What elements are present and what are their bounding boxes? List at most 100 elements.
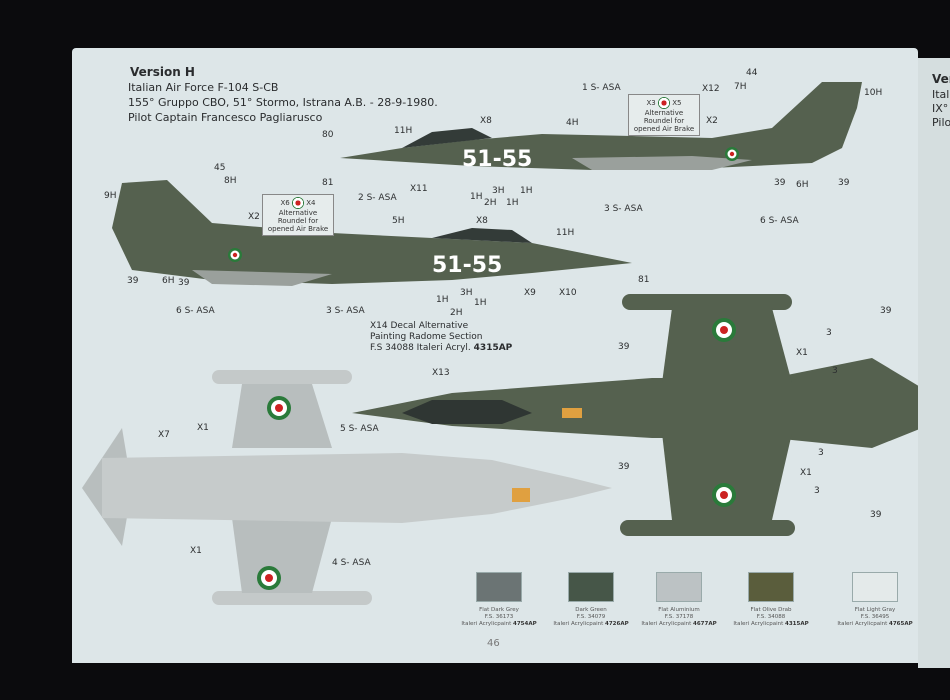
- callout: 6 S- ASA: [760, 216, 799, 226]
- next-page-text: Itali: [932, 88, 950, 101]
- swatch-fs: F.S. 34088: [756, 614, 786, 620]
- swatch-paint: Italeri Acrylicpaint: [553, 621, 604, 627]
- swatch-fs: F.S. 36495: [860, 614, 890, 620]
- callout: 3H: [492, 186, 505, 196]
- swatch-name: Dark Green: [575, 607, 607, 613]
- callout: X2: [248, 212, 260, 222]
- callout: 6 S- ASA: [176, 306, 215, 316]
- callout: 5 S- ASA: [340, 424, 379, 434]
- aircraft-code-side: 51-55: [432, 253, 502, 278]
- callout: 3H: [460, 288, 473, 298]
- callout: 81: [322, 178, 334, 188]
- callout: 3 S- ASA: [326, 306, 365, 316]
- callout: 5H: [392, 216, 405, 226]
- color-swatch: [852, 572, 898, 602]
- callout: 39: [618, 342, 630, 352]
- callout: X8: [480, 116, 492, 126]
- note-text: Alternative Roundel for opened Air Brake: [267, 209, 329, 233]
- callout: 8H: [224, 176, 237, 186]
- swatch-code: 4677AP: [693, 621, 717, 627]
- callout: X11: [410, 184, 428, 194]
- swatch-paint: Italeri Acrylicpaint: [837, 621, 888, 627]
- callout: X1: [197, 423, 209, 433]
- header-line1: Italian Air Force F-104 S-CB: [128, 81, 279, 94]
- callout: 45: [214, 163, 226, 173]
- callout: 3: [826, 328, 832, 338]
- callout: 39: [774, 178, 786, 188]
- color-swatch: [568, 572, 614, 602]
- callout: 7H: [734, 82, 747, 92]
- callout: 44: [746, 68, 758, 78]
- callout: X7: [158, 430, 170, 440]
- version-title: Version H: [130, 65, 195, 79]
- paint-code: 4315AP: [473, 343, 513, 353]
- swatch-code: 4315AP: [785, 621, 809, 627]
- callout: 39: [127, 276, 139, 286]
- swatch-paint: Italeri Acrylicpaint: [461, 621, 512, 627]
- callout: 11H: [394, 126, 413, 136]
- callout: 1H: [470, 192, 483, 202]
- callout: 2 S- ASA: [358, 193, 397, 203]
- side-profile-left: 51-55: [112, 180, 632, 286]
- callout: X9: [524, 288, 536, 298]
- swatch-fs: F.S. 34079: [576, 614, 606, 620]
- swatch-paint: Italeri Acrylicpaint: [733, 621, 784, 627]
- callout: X1: [796, 348, 808, 358]
- callout: 80: [322, 130, 334, 140]
- swatch-name: Flat Light Gray: [854, 607, 896, 613]
- header-line2: 155° Gruppo CBO, 51° Stormo, Istrana A.B…: [128, 96, 438, 109]
- next-page-edge: Ver Itali IX° Pilo: [918, 58, 950, 668]
- callout: 11H: [556, 228, 575, 238]
- next-page-text: Pilo: [932, 116, 950, 129]
- callout: 1H: [506, 198, 519, 208]
- page-number: 46: [487, 638, 500, 649]
- swatch-name: Flat Dark Grey: [479, 607, 519, 613]
- callout: 2H: [450, 308, 463, 318]
- callout: X13: [432, 368, 450, 378]
- callout: 3: [832, 366, 838, 376]
- callout: 1H: [436, 295, 449, 305]
- callout: 4 S- ASA: [332, 558, 371, 568]
- swatch-fs: F.S. 37178: [664, 614, 694, 620]
- callout: X5: [672, 99, 682, 107]
- callout: 3 S- ASA: [604, 204, 643, 214]
- callout: 39: [618, 462, 630, 472]
- callout: 3: [818, 448, 824, 458]
- header-line3: Pilot Captain Francesco Pagliarusco: [128, 111, 323, 124]
- callout: 2H: [484, 198, 497, 208]
- swatch-name: Flat Olive Drab: [750, 607, 792, 613]
- callout: 39: [880, 306, 892, 316]
- callout: 6H: [796, 180, 809, 190]
- callout: 3: [814, 486, 820, 496]
- swatch-fs: F.S. 36173: [484, 614, 514, 620]
- swatch-code: 4765AP: [889, 621, 913, 627]
- note-line: X14 Decal Alternative: [370, 321, 469, 331]
- callout: X1: [800, 468, 812, 478]
- callout: 39: [178, 278, 190, 288]
- side-profile-right: 51-55: [340, 82, 862, 172]
- callout: X3: [646, 99, 656, 107]
- alt-roundel-note-top: X3 X5 Alternative Roundel for opened Air…: [628, 94, 700, 136]
- roundel-icon: [292, 197, 304, 209]
- callout: 1H: [520, 186, 533, 196]
- top-plan-view: [352, 294, 918, 536]
- callout: 6H: [162, 276, 175, 286]
- callout: X4: [306, 199, 316, 207]
- callout: X1: [190, 546, 202, 556]
- callout: 39: [870, 510, 882, 520]
- swatch-paint: Italeri Acrylicpaint: [641, 621, 692, 627]
- underside-view: [82, 370, 612, 605]
- color-swatch: [476, 572, 522, 602]
- next-page-title: Ver: [932, 72, 950, 86]
- note-text: Alternative Roundel for opened Air Brake: [633, 109, 695, 133]
- callout: 81: [638, 275, 650, 285]
- color-swatch: [748, 572, 794, 602]
- instruction-page: Version H Italian Air Force F-104 S-CB 1…: [72, 48, 918, 663]
- color-swatch: [656, 572, 702, 602]
- aircraft-code-top: 51-55: [462, 147, 532, 172]
